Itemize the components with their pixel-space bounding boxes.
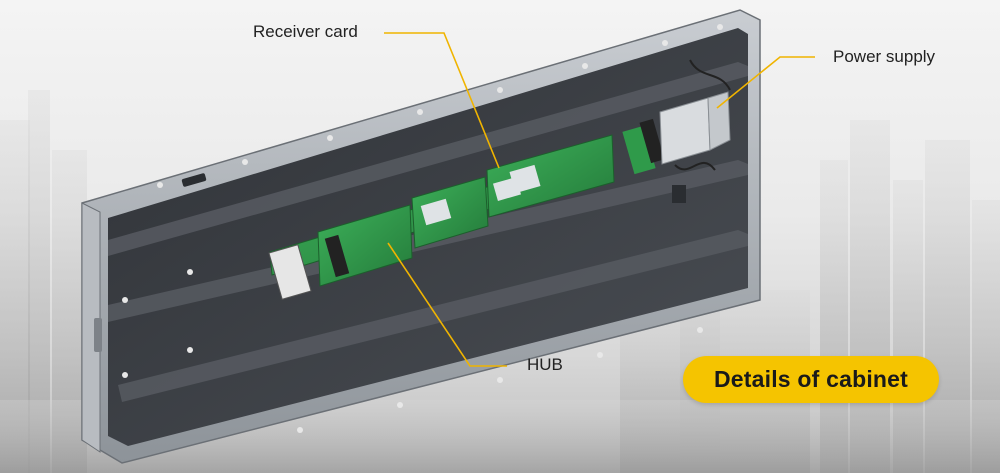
details-of-cabinet-badge: Details of cabinet (683, 356, 939, 403)
badge-title: Details of cabinet (713, 366, 909, 392)
hub-label: HUB (527, 355, 563, 374)
leader-hub (387, 242, 507, 367)
power-supply (659, 59, 731, 203)
frame-screws (122, 24, 723, 433)
right-connectors (622, 118, 665, 175)
leader-power-supply (716, 56, 815, 109)
cabinet-side-edge (81, 202, 101, 453)
rail-bottom (118, 230, 748, 402)
handle-slot (181, 173, 207, 187)
rail-top (108, 62, 748, 256)
side-handle (94, 318, 102, 352)
receiver-card-label: Receiver card (253, 22, 358, 41)
receiver-card (411, 134, 615, 249)
power-supply-label: Power supply (833, 47, 936, 66)
leader-receiver-card (384, 32, 500, 169)
leader-lines (384, 32, 815, 367)
